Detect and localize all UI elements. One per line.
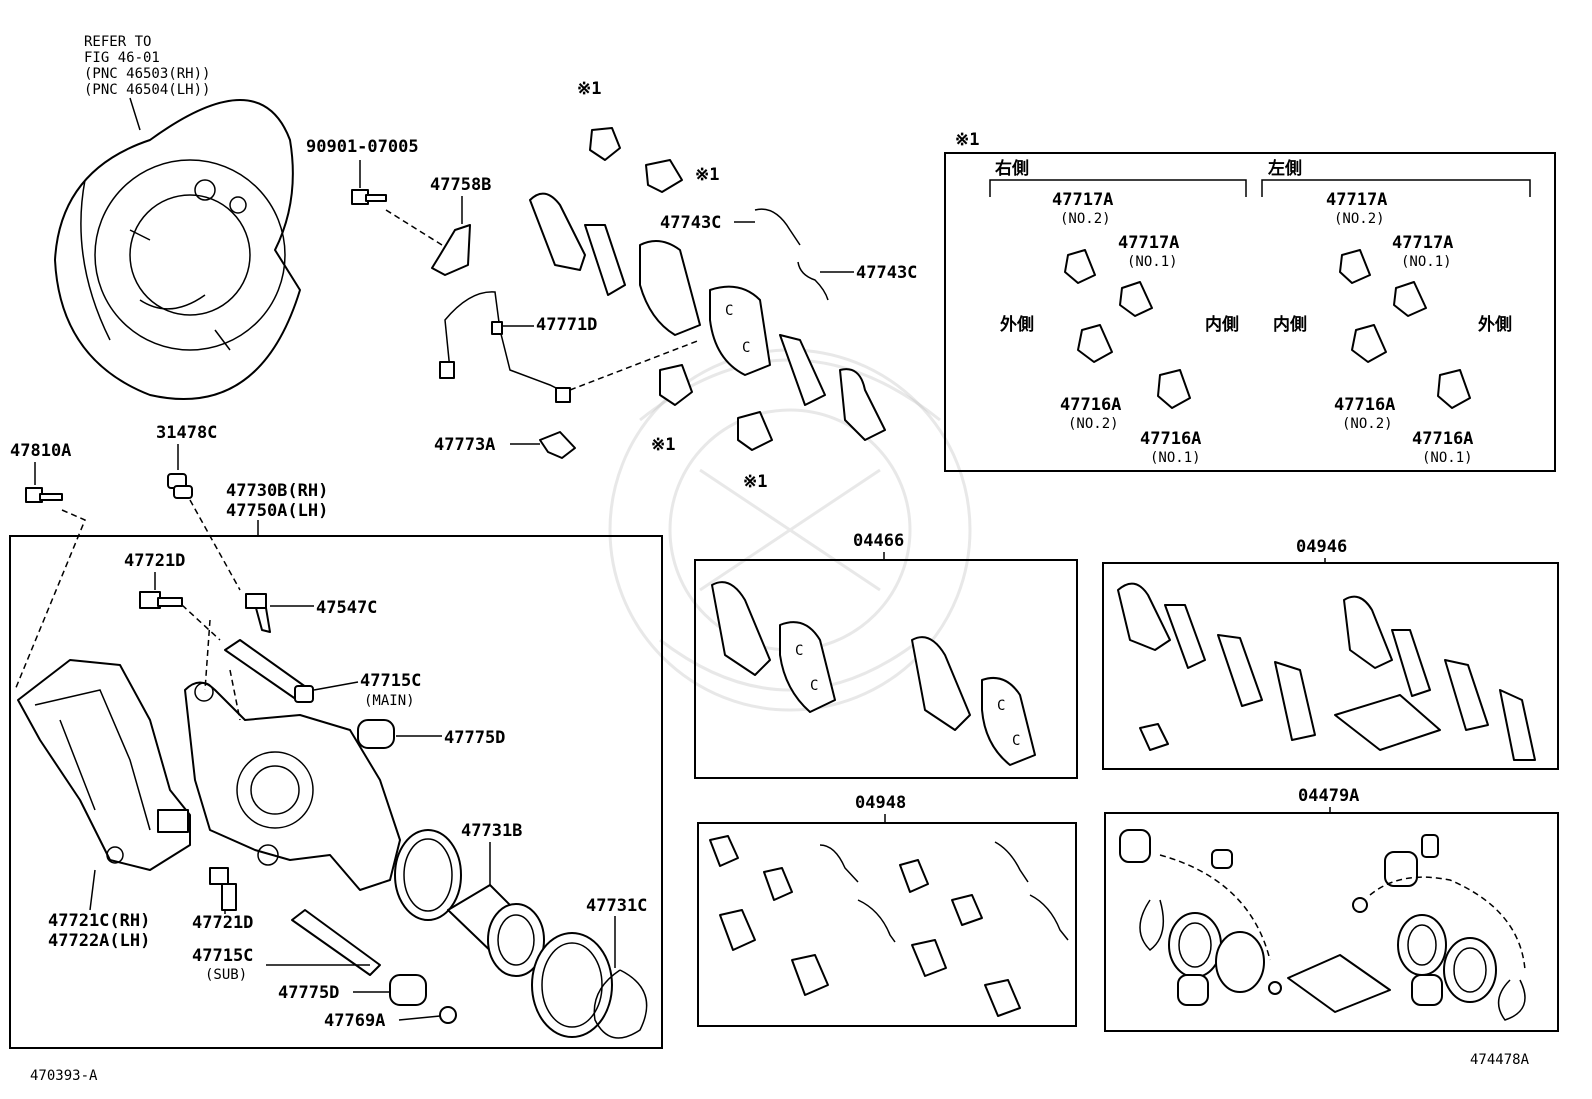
- label-47743c-1: 47743C: [660, 213, 721, 233]
- note-1-d: ※1: [743, 472, 767, 492]
- label-47722a: 47722A(LH): [48, 931, 150, 951]
- detail-right-side: 右側: [995, 158, 1029, 179]
- figure-id: 470393-A: [30, 1068, 98, 1084]
- label-47758b: 47758B: [430, 175, 491, 195]
- label-47715c-sub: 47715C: [192, 946, 253, 966]
- refer-line-3: (PNC 46503(RH)): [84, 66, 210, 82]
- label-47547c: 47547C: [316, 598, 377, 618]
- label-47730b: 47730B(RH): [226, 481, 328, 501]
- kit-box-04466: C C C C: [694, 559, 1078, 779]
- svg-text:C: C: [1012, 733, 1020, 749]
- detail-47717a-no2-r: 47717A: [1326, 190, 1387, 210]
- label-47743c-2: 47743C: [856, 263, 917, 283]
- label-47750a: 47750A(LH): [226, 501, 328, 521]
- corner-id: 474478A: [1470, 1052, 1530, 1068]
- detail-no2-r: (NO.2): [1334, 211, 1385, 227]
- detail-outer-2: 外側: [1478, 314, 1512, 335]
- bracket-47758b-drawing: [431, 224, 471, 276]
- label-47771d: 47771D: [536, 315, 597, 335]
- label-47721c: 47721C(RH): [48, 911, 150, 931]
- wear-sensor-47771d-drawing: [439, 291, 701, 403]
- detail-outer-1: 外側: [1000, 314, 1034, 335]
- label-31478c: 31478C: [156, 423, 217, 443]
- detail-inner-1: 内側: [1205, 314, 1239, 335]
- bolt-90901-drawing: [351, 189, 451, 251]
- detail-no1b-r: (NO.1): [1422, 450, 1473, 466]
- detail-47716a-no1-l: 47716A: [1140, 429, 1201, 449]
- detail-no1b-l: (NO.1): [1150, 450, 1201, 466]
- label-47721d-top: 47721D: [124, 551, 185, 571]
- detail-box-note-1: ※1 右側 左側 外側 内側 内側 外側 47717A (NO.2) 47717…: [944, 130, 1556, 472]
- kit-box-04479a: [1104, 812, 1559, 1032]
- detail-47716a-no2-l: 47716A: [1060, 395, 1121, 415]
- kit-box-04948: [697, 822, 1077, 1027]
- label-47769a: 47769A: [324, 1011, 385, 1031]
- detail-no2b-l: (NO.2): [1068, 416, 1119, 432]
- kit-label-04946: 04946: [1296, 537, 1347, 557]
- detail-title: ※1: [955, 130, 979, 150]
- kit-label-04948: 04948: [855, 793, 906, 813]
- clips-top-drawing: [589, 127, 829, 451]
- detail-no1-r: (NO.1): [1401, 254, 1452, 270]
- detail-inner-2: 内側: [1273, 314, 1307, 335]
- note-1-b: ※1: [695, 165, 719, 185]
- kit-label-04479a: 04479A: [1298, 786, 1359, 806]
- detail-no2b-r: (NO.2): [1342, 416, 1393, 432]
- label-47721d-bottom: 47721D: [192, 913, 253, 933]
- label-47775d-main: 47775D: [444, 728, 505, 748]
- svg-text:C: C: [742, 340, 750, 356]
- label-sub: (SUB): [205, 967, 247, 983]
- brake-pads-top-drawing: CC: [529, 192, 886, 441]
- label-90901-07005: 90901-07005: [306, 137, 419, 157]
- label-47773a: 47773A: [434, 435, 495, 455]
- clip-47773a-drawing: [539, 431, 576, 459]
- refer-line-4: (PNC 46504(LH)): [84, 82, 210, 98]
- label-47810a: 47810A: [10, 441, 71, 461]
- note-1-c: ※1: [651, 435, 675, 455]
- label-47715c-main: 47715C: [360, 671, 421, 691]
- label-47731b: 47731B: [461, 821, 522, 841]
- label-main: (MAIN): [364, 693, 415, 709]
- cap-31478c-drawing: [167, 473, 241, 591]
- detail-no1-l: (NO.1): [1127, 254, 1178, 270]
- label-47775d-sub: 47775D: [278, 983, 339, 1003]
- svg-text:C: C: [997, 698, 1005, 714]
- detail-47717a-no1-l: 47717A: [1118, 233, 1179, 253]
- refer-note: REFER TO FIG 46-01 (PNC 46503(RH)) (PNC …: [84, 34, 210, 131]
- svg-text:C: C: [795, 643, 803, 659]
- backing-plate-drawing: [54, 99, 301, 400]
- refer-line-1: REFER TO: [84, 34, 151, 50]
- label-47731c: 47731C: [586, 896, 647, 916]
- caliper-assembly-box: [9, 535, 663, 1049]
- kit-label-04466: 04466: [853, 531, 904, 551]
- svg-text:C: C: [810, 678, 818, 694]
- detail-left-side: 左側: [1268, 158, 1302, 179]
- detail-47716a-no2-r: 47716A: [1334, 395, 1395, 415]
- detail-47717a-no2-l: 47717A: [1052, 190, 1113, 210]
- detail-no2-l: (NO.2): [1060, 211, 1111, 227]
- kit-box-04946: [1102, 562, 1559, 770]
- detail-47717a-no1-r: 47717A: [1392, 233, 1453, 253]
- svg-text:C: C: [725, 303, 733, 319]
- bolt-47810a-drawing: [14, 487, 86, 691]
- detail-47716a-no1-r: 47716A: [1412, 429, 1473, 449]
- refer-line-2: FIG 46-01: [84, 50, 160, 66]
- note-1-a: ※1: [577, 79, 601, 99]
